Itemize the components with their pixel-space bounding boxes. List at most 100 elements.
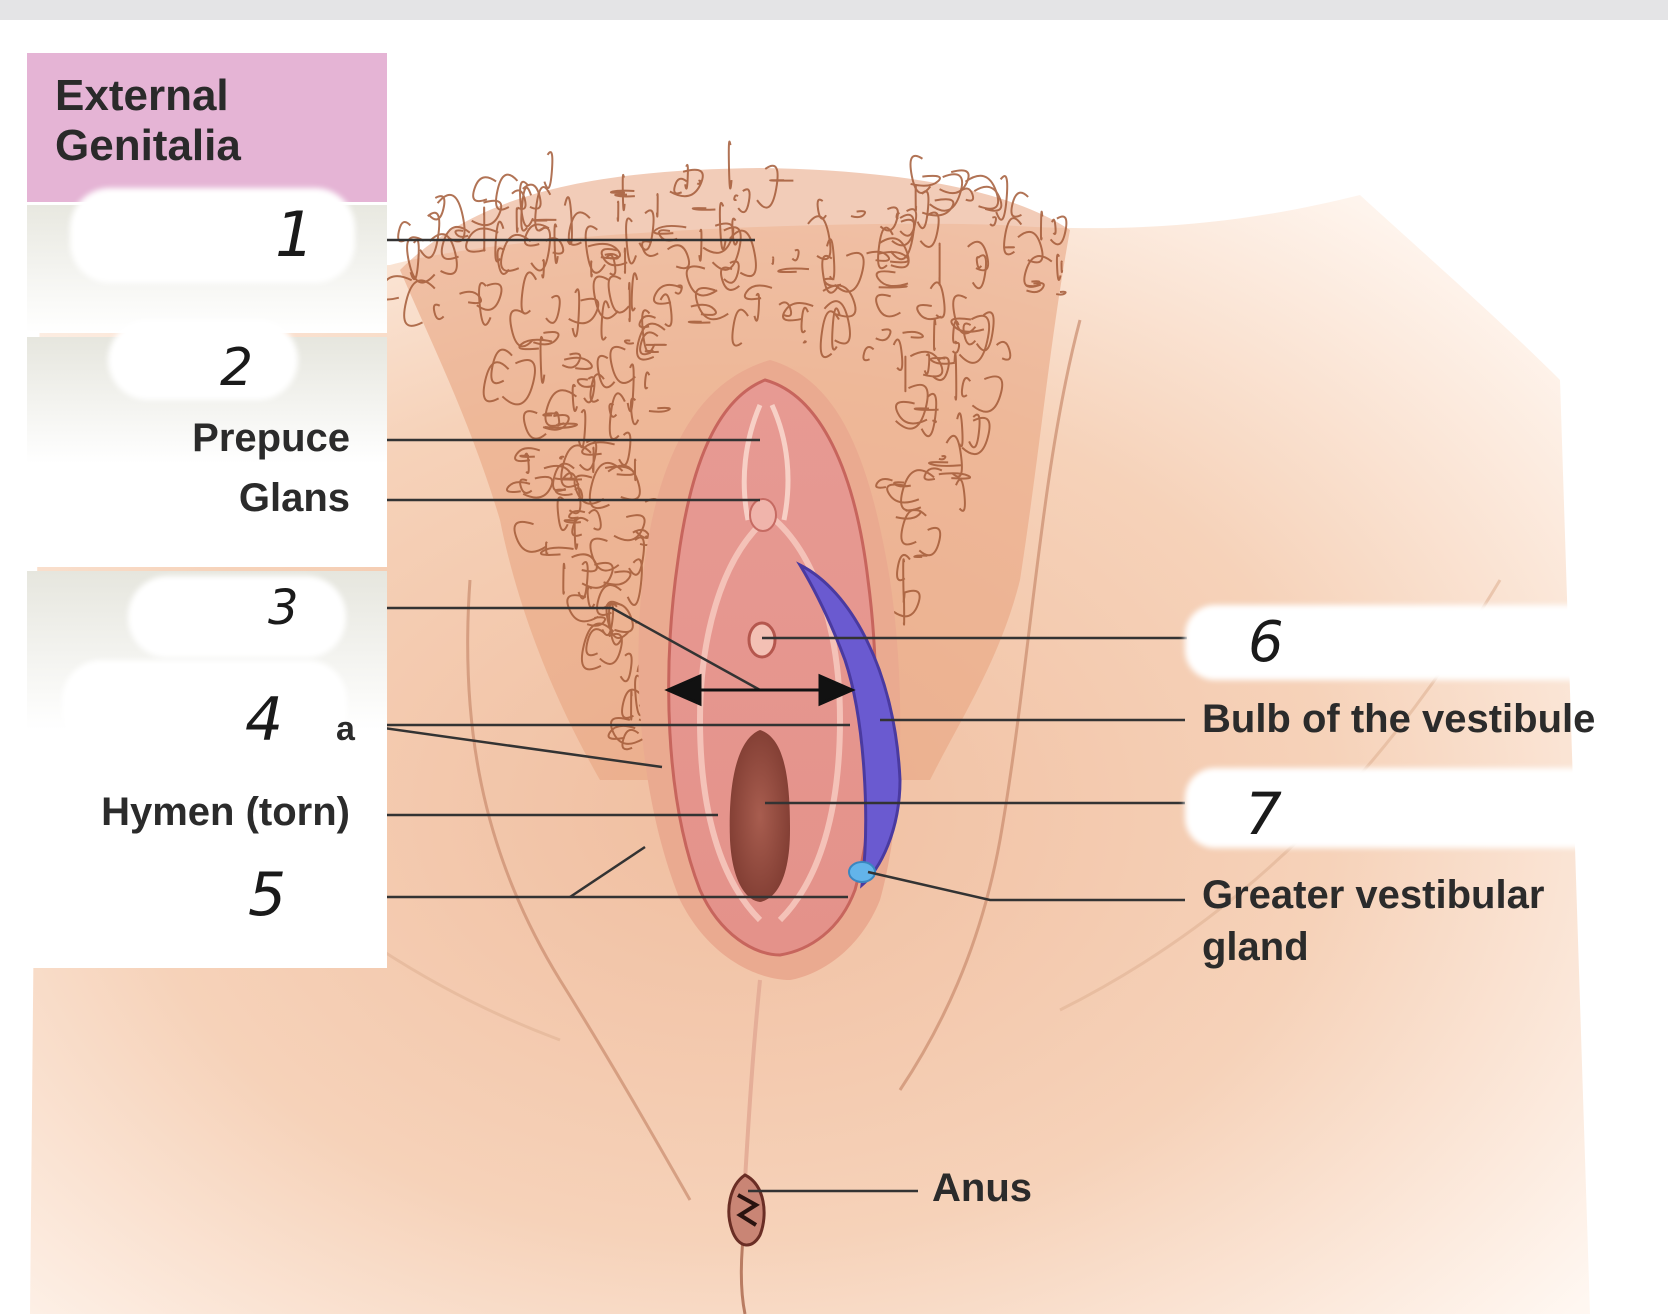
hair-curl <box>889 213 915 261</box>
hair-curl <box>554 488 573 497</box>
hair-curl <box>627 281 631 323</box>
hair-curl <box>419 211 441 259</box>
hair-curl <box>583 376 596 404</box>
label-blot <box>70 188 355 283</box>
number-2: 2 <box>220 338 254 398</box>
hair-curl <box>636 322 666 361</box>
hair-curl <box>576 378 595 388</box>
label-blot <box>108 320 298 400</box>
hair-curl <box>951 341 961 354</box>
hair-curl <box>960 376 972 398</box>
hair-curl <box>669 168 704 198</box>
hair-curl <box>913 407 939 411</box>
number-1: 1 <box>275 198 315 271</box>
hair-curl <box>782 301 814 322</box>
hair-curl <box>556 496 569 532</box>
hair-curl <box>625 217 637 265</box>
hair-curl <box>952 294 977 335</box>
leader-3 <box>362 606 761 692</box>
hair-curl <box>1055 253 1062 281</box>
hair-curl <box>862 346 875 362</box>
hair-curl <box>1055 290 1067 296</box>
hair-curl <box>522 183 542 210</box>
hair-curl <box>968 413 981 449</box>
hair-curl <box>731 308 749 347</box>
hair-curl <box>515 207 519 233</box>
hair-curl <box>432 303 445 321</box>
hair-curl <box>522 475 554 499</box>
hair-curl <box>910 174 941 187</box>
hair-curl <box>685 265 718 297</box>
hair-curl <box>673 177 688 195</box>
perineum <box>743 979 762 1181</box>
hair-curl <box>666 244 691 270</box>
hair-curl <box>633 458 637 482</box>
hair-curl <box>626 558 643 607</box>
hair-curl <box>616 200 620 222</box>
hair-curl <box>895 400 928 425</box>
hair-curl <box>471 199 503 227</box>
hair-curl <box>960 187 975 202</box>
hair-curl <box>819 310 840 359</box>
hair-curl <box>639 331 659 356</box>
hair-curl <box>652 224 687 235</box>
hair-curl <box>603 570 632 586</box>
hair-curl <box>591 446 595 474</box>
hair-curl <box>833 251 865 293</box>
hair-curl <box>1003 217 1023 256</box>
hair-curl <box>955 478 966 512</box>
hair-curl <box>519 180 534 228</box>
hair-curl <box>655 193 659 218</box>
hair-curl <box>690 303 717 316</box>
label-hymen: Hymen (torn) <box>101 790 350 834</box>
hair-curl <box>866 250 891 262</box>
crease-left <box>466 579 692 1201</box>
hair-curl <box>909 154 932 194</box>
hair-curl <box>581 441 615 456</box>
hair-curl <box>878 237 910 269</box>
leader-lines <box>361 238 1187 1193</box>
vaginal-orifice <box>729 730 790 902</box>
hair-curl <box>929 357 956 365</box>
hair-curl <box>539 546 574 556</box>
hair-strokes <box>378 140 1068 751</box>
hair-curl <box>995 175 1009 221</box>
hair-curl <box>929 173 964 212</box>
hair-curl <box>718 201 727 251</box>
hair-curl <box>532 218 557 222</box>
hair-curl <box>571 288 581 338</box>
hair-curl <box>777 267 810 274</box>
hair-curl <box>771 256 775 265</box>
label-gland-line2: gland <box>1202 925 1309 969</box>
hair-curl <box>900 469 935 512</box>
hair-curl <box>891 218 916 247</box>
hair-curl <box>518 338 553 351</box>
hair-curl <box>513 520 547 553</box>
hair-curl <box>568 509 586 520</box>
hair-curl <box>733 194 739 202</box>
labia-minora-right <box>773 517 844 923</box>
hair-curl <box>1060 260 1064 274</box>
hair-curl <box>939 169 970 195</box>
prepuce-fold-2 <box>769 403 791 521</box>
label-anus: Anus <box>932 1166 1032 1210</box>
hair-curl <box>913 554 928 558</box>
hair-curl <box>900 508 927 546</box>
anatomy-illustration <box>30 140 1590 1314</box>
hair-curl <box>544 422 579 429</box>
hair-curl <box>609 189 635 194</box>
hair-curl <box>916 303 942 321</box>
hair-curl <box>995 340 1012 361</box>
glans-shape <box>749 498 777 532</box>
hair-curl <box>956 412 964 448</box>
hair-curl <box>522 410 547 440</box>
hair-curl <box>971 254 988 290</box>
hair-curl <box>875 328 892 342</box>
number-6: 6 <box>1248 610 1284 675</box>
vestibule <box>667 378 878 957</box>
hair-curl <box>482 361 510 403</box>
hair-curl <box>621 688 642 719</box>
hair-curl <box>831 307 841 351</box>
hair-curl <box>501 359 536 406</box>
hair-curl <box>875 477 893 489</box>
